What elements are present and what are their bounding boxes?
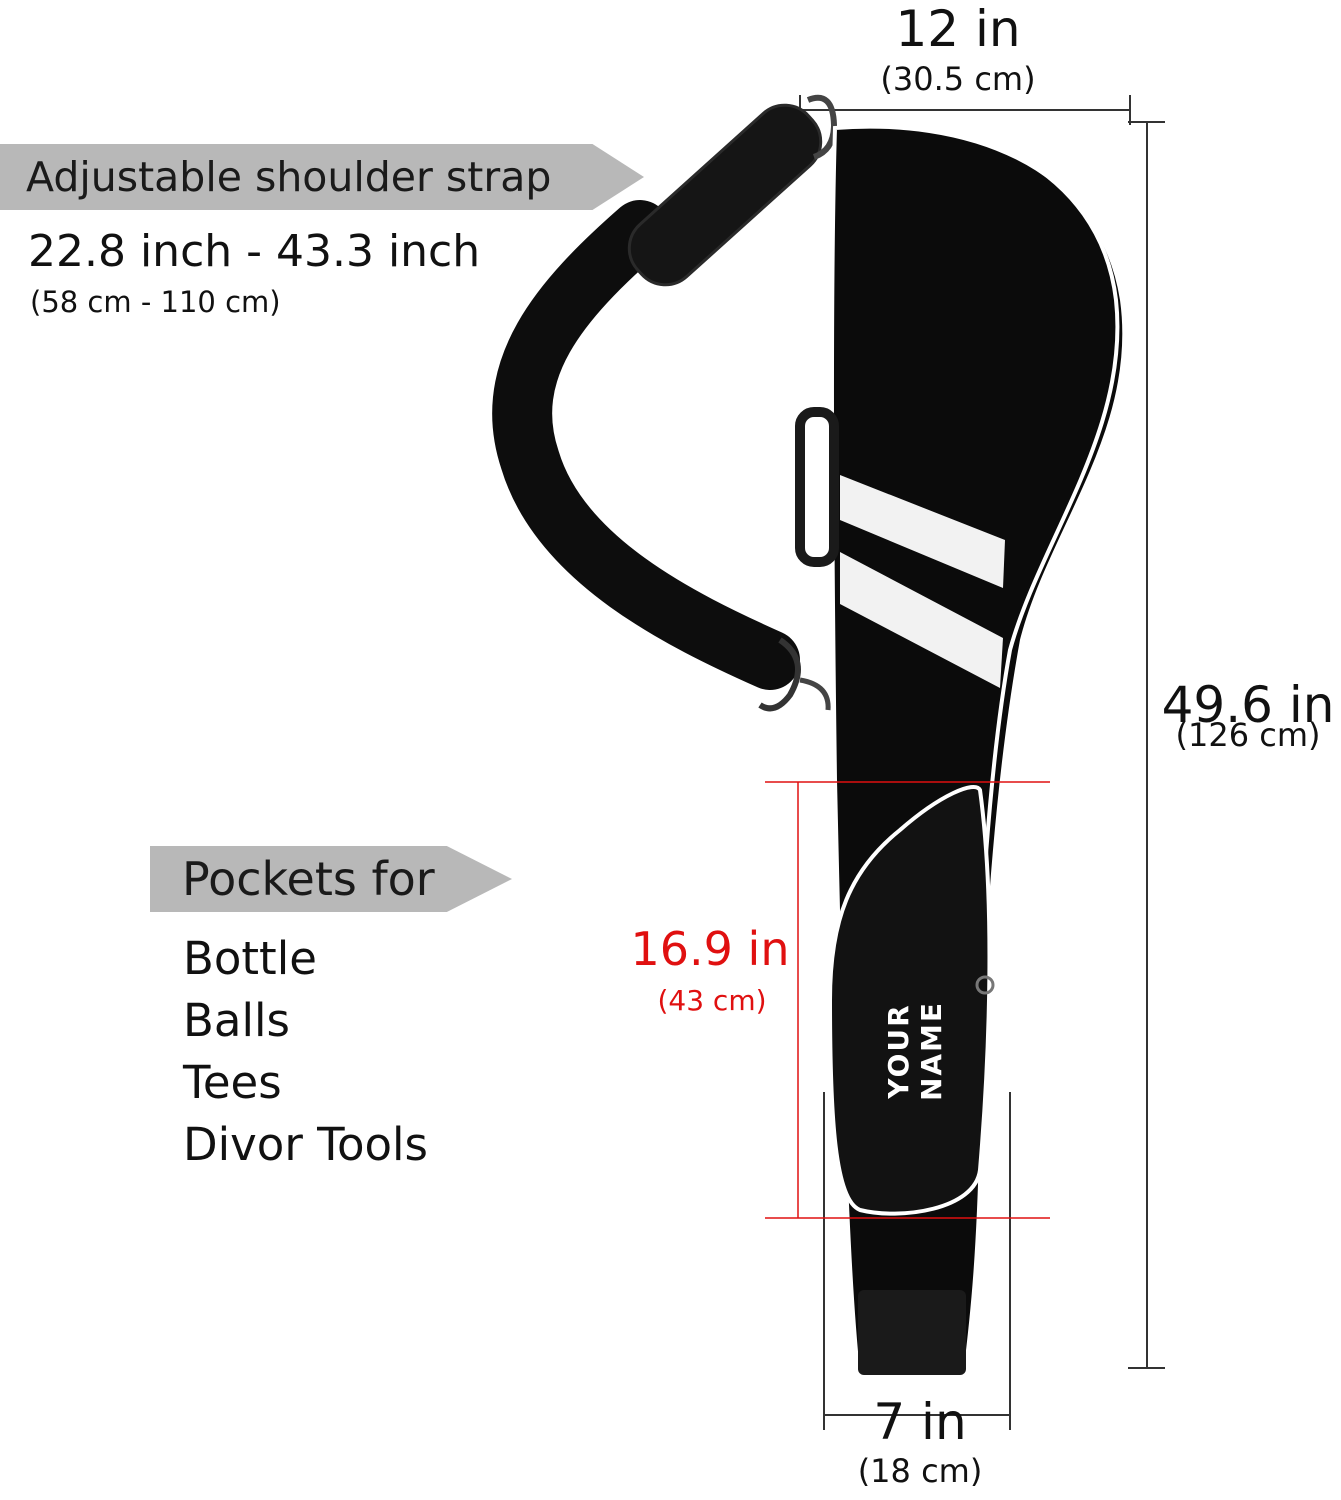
pocket-dimension-lines (765, 781, 1050, 1219)
pocket-item: Bottle (183, 932, 317, 985)
strap-length-range-cm: (58 cm - 110 cm) (30, 285, 281, 319)
height-cm-label: (126 cm) (1175, 716, 1321, 754)
pocket-items-list: Bottle Balls Tees Divor Tools (183, 928, 428, 1176)
pocket-item: Divor Tools (183, 1118, 428, 1171)
pocket-print-text: YOUR NAME (882, 1000, 948, 1102)
strap-banner-label: Adjustable shoulder strap (26, 153, 552, 201)
top-width-label: 12 in (895, 0, 1021, 58)
pocket-length-cm-label: (43 cm) (657, 984, 767, 1017)
pockets-banner: Pockets for (150, 846, 512, 912)
pocket-item: Tees (183, 1056, 282, 1109)
bottom-width-cm-label: (18 cm) (857, 1452, 983, 1490)
shoulder-strap (492, 94, 838, 712)
pocket-length-label: 16.9 in (630, 922, 790, 976)
bottom-width-label: 7 in (873, 1393, 967, 1451)
top-width-cm-label: (30.5 cm) (880, 60, 1036, 98)
strap-length-range: 22.8 inch - 43.3 inch (28, 226, 481, 277)
dimension-lines (799, 95, 1165, 1430)
height-label: 49.6 in (1161, 676, 1335, 734)
pocket-item: Balls (183, 994, 290, 1047)
pockets-banner-label: Pockets for (182, 852, 435, 906)
bag-body (795, 119, 1127, 1378)
strap-banner: Adjustable shoulder strap (0, 144, 644, 210)
